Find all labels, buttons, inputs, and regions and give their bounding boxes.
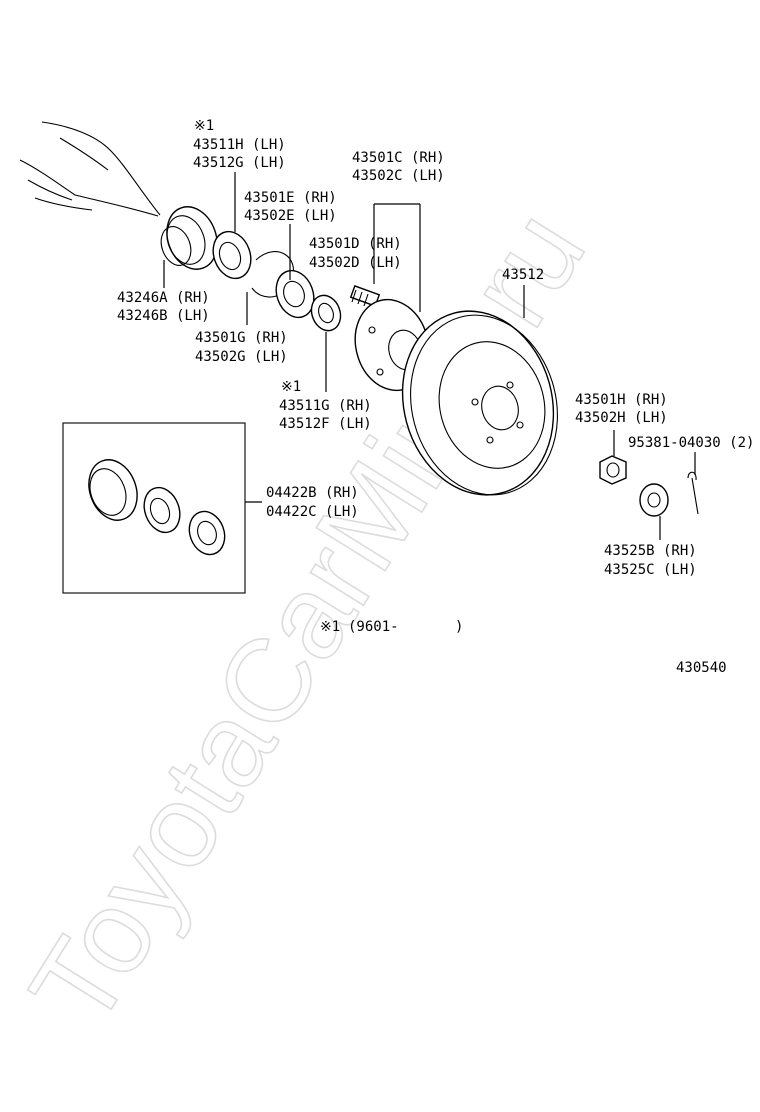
label-ref-mark-2: ※1 [281, 379, 301, 395]
bearing-43501e [275, 269, 315, 319]
label-43525c: 43525C (LH) [604, 562, 697, 578]
label-43512f: 43512F (LH) [279, 416, 372, 432]
cotter-pin-95381 [687, 471, 699, 515]
label-43511g: 43511G (RH) [279, 398, 372, 414]
footnote-mark: ※1 [320, 619, 340, 635]
label-43246a: 43246A (RH) [117, 290, 210, 306]
label-04422c: 04422C (LH) [266, 504, 359, 520]
label-43502c: 43502C (LH) [352, 168, 445, 184]
seal-43511g [310, 294, 342, 332]
label-43501c: 43501C (RH) [352, 150, 445, 166]
label-43525b: 43525B (RH) [604, 543, 697, 559]
label-04422b: 04422B (RH) [266, 485, 359, 501]
diagram-code: 430540 [676, 660, 727, 676]
leader-lines [163, 172, 696, 540]
disc-rotor-43512 [401, 310, 558, 496]
footnote-close: ) [455, 619, 463, 635]
label-43512: 43512 [502, 267, 544, 283]
lock-cap-43525b [639, 483, 669, 517]
label-43511h: 43511H (LH) [193, 137, 286, 153]
nut-43501h [599, 455, 627, 485]
hub-bolt-43501d [349, 285, 381, 307]
label-43502h: 43502H (LH) [575, 410, 668, 426]
label-43501h: 43501H (RH) [575, 392, 668, 408]
dust-cover-43246 [160, 206, 218, 270]
label-43502e: 43502E (LH) [244, 208, 337, 224]
label-43501d: 43501D (RH) [309, 236, 402, 252]
footnote-text: (9601- [348, 619, 399, 635]
hand-pointer-icon [19, 121, 161, 217]
label-43512g: 43512G (LH) [193, 155, 286, 171]
watermark: ToyotaCarMine.ru [5, 189, 610, 1049]
label-43501g: 43501G (RH) [195, 330, 288, 346]
bearing-43511h [212, 230, 252, 280]
label-43501e: 43501E (RH) [244, 190, 337, 206]
label-43246b: 43246B (LH) [117, 308, 210, 324]
bearing-kit-box-04422 [62, 422, 246, 594]
label-43502d: 43502D (LH) [309, 255, 402, 271]
label-ref-mark-1: ※1 [194, 118, 214, 134]
label-95381: 95381-04030 (2) [628, 435, 754, 451]
part-labels: ※1 43511H (LH) 43512G (LH) 43501C (RH) 4… [117, 118, 754, 676]
label-43502g: 43502G (LH) [195, 349, 288, 365]
